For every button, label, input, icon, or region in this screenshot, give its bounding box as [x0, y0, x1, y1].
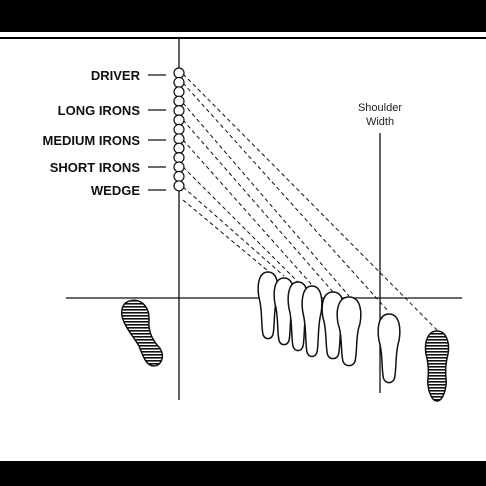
- back-foot-icon: [121, 299, 164, 367]
- dashed-guide-line: [182, 199, 269, 272]
- golf-ball-icon: [173, 67, 185, 79]
- golf-ball-icon: [173, 161, 185, 173]
- dashed-guides: [182, 73, 438, 331]
- dashed-guide-line: [182, 82, 390, 313]
- shoulder-label: Shoulder: [358, 102, 402, 114]
- label-driver: DRIVER: [91, 68, 141, 83]
- label-wedge: WEDGE: [91, 183, 140, 198]
- dashed-guide-line: [182, 102, 350, 297]
- golf-ball-icon: [173, 76, 185, 89]
- dashed-guide-line: [182, 139, 313, 286]
- golf-ball-icon: [173, 142, 185, 154]
- front-foot-outline-icon: [377, 313, 401, 384]
- width-label: Width: [366, 116, 394, 128]
- golf-ball-icon: [173, 86, 185, 98]
- golf-ball-icon: [173, 95, 185, 107]
- front-foot-positions: [257, 271, 401, 384]
- golf-ball-icon: [173, 104, 185, 117]
- golf-ball-icon: [173, 114, 185, 126]
- golf-ball-icon: [173, 133, 185, 145]
- label-medium-irons: MEDIUM IRONS: [43, 133, 141, 148]
- dashed-guide-line: [182, 119, 334, 293]
- top-black-bar: [0, 0, 486, 32]
- label-ticks: [148, 74, 166, 191]
- bottom-black-bar: [0, 461, 486, 486]
- golf-ball-icon: [173, 123, 185, 135]
- top-rule: [0, 37, 486, 39]
- dashed-guide-line: [182, 186, 285, 277]
- ball-column: [173, 67, 185, 192]
- label-long-irons: LONG IRONS: [58, 103, 141, 118]
- dashed-guide-line: [182, 166, 299, 283]
- golf-ball-icon: [173, 170, 185, 182]
- shoulder-width-foot-icon: [424, 330, 450, 402]
- front-foot-outline-icon: [336, 296, 362, 367]
- front-foot-outline-icon: [301, 285, 323, 358]
- golf-ball-icon: [173, 152, 185, 164]
- label-short-irons: SHORT IRONS: [50, 160, 141, 175]
- golf-ball-icon: [173, 180, 185, 192]
